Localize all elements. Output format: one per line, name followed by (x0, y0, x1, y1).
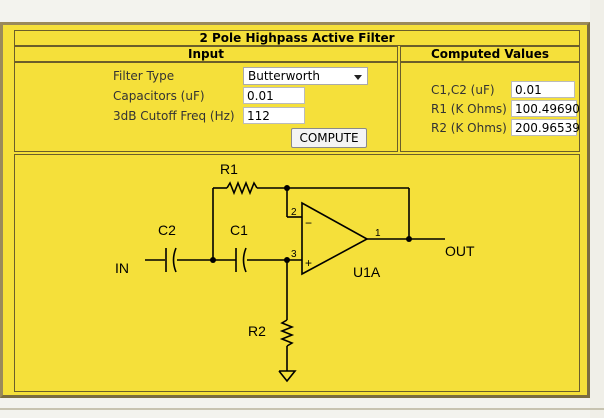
chevron-down-icon (354, 75, 362, 80)
in-label: IN (115, 260, 129, 276)
junction-dot (284, 257, 290, 263)
c1-c2-output[interactable]: 0.01 (511, 81, 575, 98)
opamp-triangle (301, 201, 369, 276)
filter-type-select[interactable]: Butterworth (243, 67, 368, 85)
circuit-schematic: R1 C2 C1 IN OUT U1A R2 2 3 1 − + (115, 161, 475, 383)
capacitors-input[interactable]: 0.01 (243, 87, 305, 104)
pin2-label: 2 (291, 207, 297, 218)
junction-dot (284, 185, 290, 191)
input-header: Input (14, 46, 398, 62)
r2-label: R2 (248, 323, 266, 339)
pin1-label: 1 (375, 228, 381, 239)
r1-resistor (226, 180, 258, 196)
compute-button[interactable]: COMPUTE (291, 128, 367, 148)
c1-c2-label: C1,C2 (uF) (431, 83, 495, 97)
page-title: 2 Pole Highpass Active Filter (14, 30, 580, 46)
c2-label: C2 (158, 222, 176, 238)
ground-symbol (278, 370, 297, 383)
minus-sign: − (305, 216, 312, 230)
cutoff-freq-input[interactable]: 112 (243, 107, 305, 124)
cutoff-freq-label: 3dB Cutoff Freq (Hz) (113, 109, 235, 123)
pin3-label: 3 (291, 249, 297, 260)
junction-dot (210, 257, 216, 263)
computed-header: Computed Values (400, 46, 580, 62)
junction-dot (406, 236, 412, 242)
plus-sign: + (305, 256, 312, 270)
r1-label: R1 (K Ohms) (431, 102, 507, 116)
opamp-label: U1A (353, 264, 381, 280)
c2-plate-right (172, 247, 177, 273)
schematic-panel: R1 C2 C1 IN OUT U1A R2 2 3 1 − + (14, 154, 580, 392)
page-divider (0, 408, 604, 410)
capacitors-label: Capacitors (uF) (113, 89, 205, 103)
r2-label: R2 (K Ohms) (431, 121, 507, 135)
out-label: OUT (445, 243, 475, 259)
filter-type-label: Filter Type (113, 69, 175, 83)
r1-label: R1 (220, 161, 238, 177)
r2-resistor (279, 319, 295, 347)
r1-output[interactable]: 100.49690 (511, 100, 580, 117)
computed-panel: C1,C2 (uF) 0.01 R1 (K Ohms) 100.49690 R2… (400, 62, 580, 152)
page-background-strip (590, 0, 604, 418)
filter-type-value: Butterworth (248, 69, 320, 83)
c1-plate-right (242, 247, 247, 273)
r2-output[interactable]: 200.96539 (511, 119, 580, 136)
input-panel: Filter Type Butterworth Capacitors (uF) … (14, 62, 398, 152)
c1-label: C1 (230, 222, 248, 238)
